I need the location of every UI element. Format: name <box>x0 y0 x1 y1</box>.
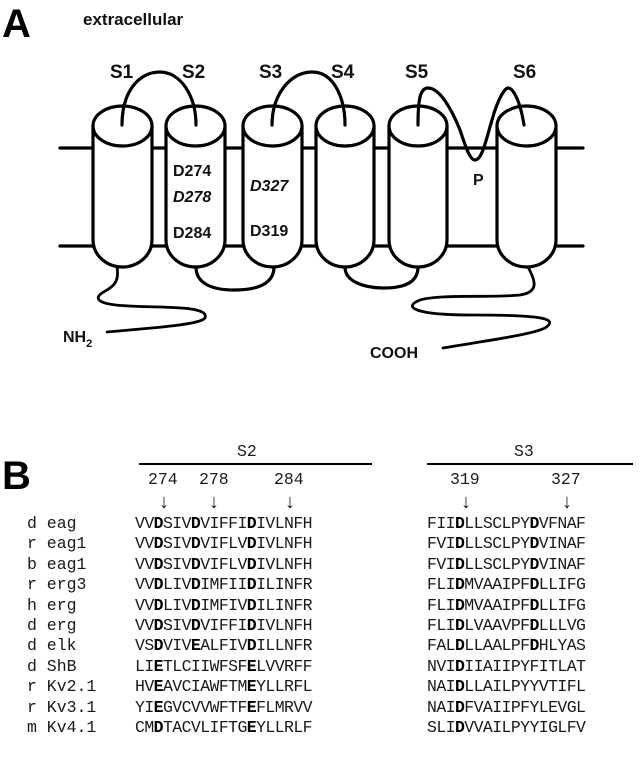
s3-bracket-line <box>427 463 633 465</box>
alignment-row: r Kv2.1 HVEAVCIAWFTMEYLLRFL NAIDLLAILPYYVT… <box>0 677 640 697</box>
s3-sequence: FVIDLLSCLPYDVINAF <box>427 554 586 574</box>
s2-sequence: VVDSIVDVIFLVDIVLNFH <box>135 554 313 574</box>
s3-sequence: NVIDIIAIIPYFITLAT <box>427 656 586 676</box>
s2-sequence: HVEAVCIAWFTMEYLLRFL <box>135 677 313 697</box>
alignment-row: h erg VVDLIVDIMFIVDILINFR FLIDMVAAIPFDLLIF… <box>0 596 640 616</box>
loop-s3-s4 <box>270 70 347 127</box>
c-terminus-label: COOH <box>370 345 418 362</box>
alignment-row: b eag1 VVDSIVDVIFLVDIVLNFH FVIDLLSCLPYDVIN… <box>0 555 640 575</box>
s3-sequence: FLIDLVAAVPFDLLLVG <box>427 616 586 635</box>
s3-sequence: FALDLLAALPFDHLYAS <box>427 636 586 656</box>
position-284: 284 <box>274 470 304 489</box>
panel-a-label: A <box>2 2 31 46</box>
species-label: h erg <box>27 595 77 615</box>
species-label: d erg <box>27 616 77 635</box>
pore-label: P <box>473 172 484 189</box>
alignment-row: m Kv4.1 CMDTACVLIFTGEYLLRLF SLIDVVAILPYYIG… <box>0 718 640 738</box>
s3-sequence: FLIDMVAAIPFDLLIFG <box>427 595 586 615</box>
helix-s3 <box>241 104 304 269</box>
alignment-row: r Kv3.1 YIEGVCVVWFTFEFLMRVV NAIDFVAIIPFYLE… <box>0 698 640 718</box>
panel-a: A <box>2 2 585 362</box>
s2-sequence: VVDSIVDVIFFIDIVLNFH <box>135 616 313 635</box>
s2-sequence: VVDSIVDVIFLVDIVLNFH <box>135 534 313 554</box>
s2-sequence: VVDLIVDIMFIIDILINFR <box>135 575 313 595</box>
loop-s4-s5 <box>343 265 420 290</box>
s3-sequence: FLIDMVAAIPFDLLIFG <box>427 575 586 595</box>
loop-s1-s2 <box>120 70 198 127</box>
alignment-row: d ShB LIETLCIIWFSFELVVRFF NVIDIIAIIPYFITLA… <box>0 657 640 677</box>
s2-sequence: VVDLIVDIMFIVDILINFR <box>135 595 313 615</box>
arrow-down-icon: ↓ <box>461 491 471 513</box>
s2-sequence: LIETLCIIWFSFELVVRFF <box>135 656 313 676</box>
species-label: d eag <box>27 514 77 533</box>
s3-sequence: NAIDFVAIIPFYLEVGL <box>427 697 586 717</box>
s2-bracket-line <box>139 463 372 465</box>
segment-label-s3: S3 <box>259 62 282 83</box>
position-327: 327 <box>551 470 581 489</box>
position-319: 319 <box>450 470 480 489</box>
helix-s4 <box>314 104 376 269</box>
residue-d327: D327 <box>250 178 289 195</box>
species-label: r erg3 <box>27 575 87 595</box>
loop-s5-pore-s6 <box>416 86 526 162</box>
segment-label-s2: S2 <box>182 62 205 83</box>
alignment-row: d elk VSDVIVEALFIVDILLNFR FALDLLAALPFDHLYA… <box>0 636 640 656</box>
c-terminus-tail <box>411 265 552 350</box>
alignment-row: d erg VVDSIVDVIFFIDIVLNFH FLIDLVAAVPFDLLLV… <box>0 616 640 636</box>
alignment-row: r erg3 VVDLIVDIMFIIDILINFR FLIDMVAAIPFDLLI… <box>0 575 640 595</box>
s2-sequence: VSDVIVEALFIVDILLNFR <box>135 636 313 656</box>
residue-d319: D319 <box>250 223 288 240</box>
helix-s2 <box>164 104 227 269</box>
s3-header: S3 <box>514 442 534 461</box>
helix-s5 <box>387 104 449 269</box>
s3-sequence: NAIDLLAILPYYVTIFL <box>427 677 586 697</box>
species-label: m Kv4.1 <box>27 718 97 737</box>
s2-sequence: VVDSIVDVIFFIDIVLNFH <box>135 514 313 533</box>
arrow-down-icon: ↓ <box>159 491 169 513</box>
arrow-down-icon: ↓ <box>285 491 295 513</box>
s2-sequence: YIEGVCVVWFTFEFLMRVV <box>135 697 313 717</box>
residue-d274: D274 <box>173 163 211 180</box>
segment-label-s6: S6 <box>513 62 536 83</box>
s3-sequence: FIIDLLSCLPYDVFNAF <box>427 514 586 533</box>
arrow-down-icon: ↓ <box>209 491 219 513</box>
position-274: 274 <box>148 470 178 489</box>
n-terminus-label: NH2 <box>63 329 92 350</box>
alignment-row: d eag VVDSIVDVIFFIDIVLNFH FIIDLLSCLPYDVFNA… <box>0 514 640 534</box>
species-label: r eag1 <box>27 534 87 554</box>
alignment-row: r eag1 VVDSIVDVIFLVDIVLNFH FVIDLLSCLPYDVIN… <box>0 534 640 554</box>
panel-b: B S2 S3 274 278 284 319 327 ↓ ↓ ↓ ↓ ↓ d … <box>0 430 640 774</box>
s2-sequence: CMDTACVLIFTGEYLLRLF <box>135 718 313 737</box>
n-terminus-tail <box>96 265 207 334</box>
species-label: d elk <box>27 636 77 656</box>
s2-header: S2 <box>237 442 257 461</box>
species-label: r Kv3.1 <box>27 697 97 717</box>
panel-b-label: B <box>2 454 31 498</box>
residue-d278: D278 <box>173 189 211 206</box>
species-label: b eag1 <box>27 554 87 574</box>
s3-sequence: FVIDLLSCLPYDVINAF <box>427 534 586 554</box>
s3-sequence: SLIDVVAILPYYIGLFV <box>427 718 586 737</box>
segment-label-s1: S1 <box>110 62 134 83</box>
arrow-down-icon: ↓ <box>562 491 572 513</box>
helix-s1 <box>91 104 154 269</box>
channel-topology-diagram: extracellular S1 S2 S3 S4 S5 S6 D274 D27… <box>58 10 585 362</box>
segment-label-s4: S4 <box>331 62 355 83</box>
segment-label-s5: S5 <box>405 62 429 83</box>
position-278: 278 <box>199 470 229 489</box>
helix-s6 <box>495 104 558 269</box>
loop-s2-s3 <box>194 265 276 292</box>
extracellular-label: extracellular <box>83 10 184 29</box>
residue-d284: D284 <box>173 225 211 242</box>
species-label: r Kv2.1 <box>27 677 97 697</box>
species-label: d ShB <box>27 656 77 676</box>
